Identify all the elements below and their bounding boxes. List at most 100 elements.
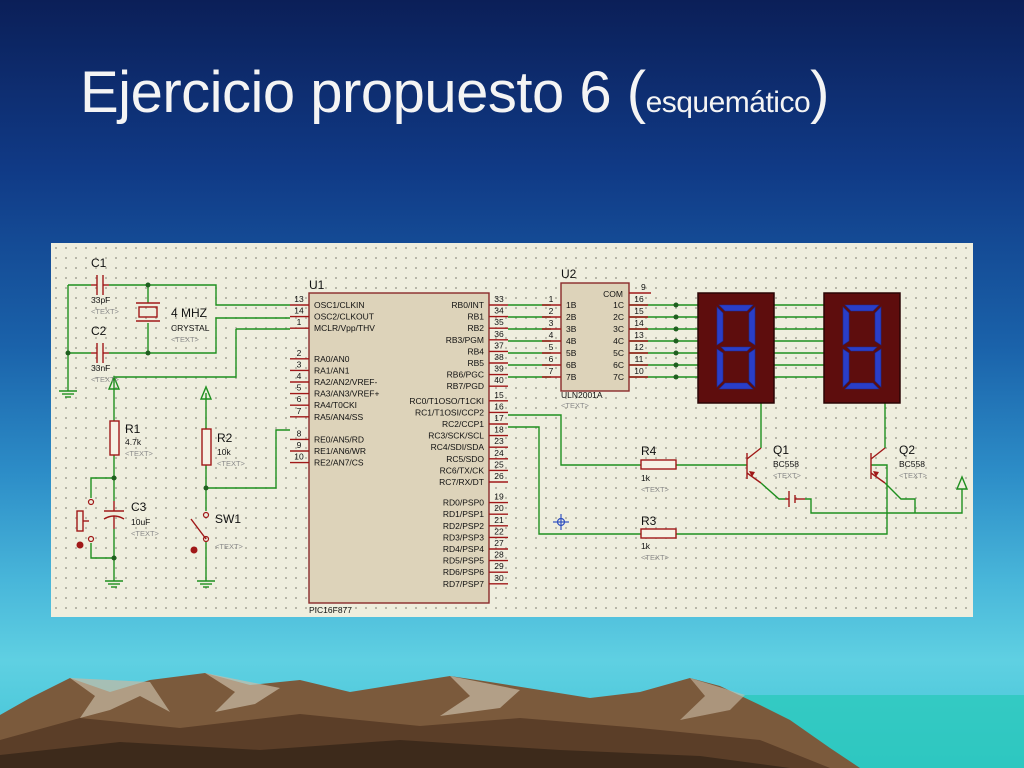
svg-text:RC7/RX/DT: RC7/RX/DT	[439, 477, 484, 487]
svg-text:40: 40	[494, 375, 504, 385]
svg-text:3: 3	[549, 318, 554, 328]
c3-ref: C3	[131, 500, 147, 514]
svg-text:2: 2	[549, 306, 554, 316]
svg-text:22: 22	[494, 526, 504, 536]
svg-text:RD7/PSP7: RD7/PSP7	[443, 579, 484, 589]
svg-text:6: 6	[297, 394, 302, 404]
q2-part: BC558	[899, 459, 925, 469]
svg-text:12: 12	[634, 342, 644, 352]
u2-pin-4: 44B	[542, 330, 577, 346]
resistor-r4: R4 1k <TEXT>	[640, 444, 677, 494]
svg-text:30: 30	[494, 573, 504, 583]
u2-pin-2: 22B	[542, 306, 577, 322]
capacitor-c3: C3 10uF <TEXT>	[103, 500, 160, 538]
r4-value: 1k	[641, 473, 651, 483]
svg-text:35: 35	[494, 317, 504, 327]
svg-text:28: 28	[494, 550, 504, 560]
svg-text:RB6/PGC: RB6/PGC	[447, 370, 484, 380]
transistor-q1: Q1 BC558 <TEXT>	[746, 443, 802, 484]
title-close-paren: )	[810, 60, 829, 125]
u2-text: <TEXT>	[561, 401, 590, 410]
u2-pin-3: 3 3B	[542, 318, 577, 334]
resistor-r2: R2 10k <TEXT>	[201, 428, 246, 468]
c1-text: <TEXT>	[91, 307, 120, 316]
q2-text: <TEXT>	[899, 471, 928, 480]
r2-text: <TEXT>	[217, 459, 246, 468]
ic-u1: U1 PIC16F877 13OSC1/CLKIN14OSC2/CLKOUT1M…	[290, 278, 508, 615]
svg-text:1: 1	[297, 317, 302, 327]
svg-text:MCLR/Vpp/THV: MCLR/Vpp/THV	[314, 323, 375, 333]
c1-value: 33pF	[91, 295, 110, 305]
svg-text:7B: 7B	[566, 372, 577, 382]
svg-text:13: 13	[294, 294, 304, 304]
power-arrows	[107, 375, 969, 490]
svg-text:3B: 3B	[566, 324, 577, 334]
svg-text:RC6/TX/CK: RC6/TX/CK	[440, 465, 485, 475]
svg-text:3: 3	[297, 359, 302, 369]
svg-text:34: 34	[494, 306, 504, 316]
svg-text:RA0/AN0: RA0/AN0	[314, 354, 350, 364]
svg-text:RB2: RB2	[467, 323, 484, 333]
resistor-r3: R3 1k <TEXT>	[640, 514, 677, 562]
disp2-segment-g	[846, 346, 878, 352]
svg-text:RC2/CCP1: RC2/CCP1	[442, 419, 484, 429]
svg-text:7: 7	[297, 406, 302, 416]
svg-text:1B: 1B	[566, 300, 577, 310]
u2-pin-7: 7 7B	[542, 366, 577, 382]
junctions	[65, 282, 679, 561]
u1-left-pins: 13OSC1/CLKIN14OSC2/CLKOUT1MCLR/Vpp/THV2R…	[290, 294, 379, 468]
svg-text:14: 14	[294, 306, 304, 316]
svg-text:RA1/AN1: RA1/AN1	[314, 365, 350, 375]
svg-text:9: 9	[297, 440, 302, 450]
ic-u2: U2 ULN2001A <TEXT> 9 COM 11B22B33B44B55B…	[542, 267, 651, 410]
svg-text:7: 7	[549, 366, 554, 376]
svg-text:RD5/PSP5: RD5/PSP5	[443, 556, 484, 566]
svg-text:RC1/T1OSI/CCP2: RC1/T1OSI/CCP2	[415, 407, 484, 417]
svg-text:RD3/PSP3: RD3/PSP3	[443, 532, 484, 542]
crystal-type: CRYSTAL	[171, 323, 210, 333]
svg-text:23: 23	[494, 436, 504, 446]
r3-value: 1k	[641, 541, 651, 551]
disp1-segment-e	[716, 348, 724, 388]
svg-text:18: 18	[494, 425, 504, 435]
svg-text:19: 19	[494, 492, 504, 502]
svg-text:29: 29	[494, 561, 504, 571]
svg-text:RD1/PSP1: RD1/PSP1	[443, 509, 484, 519]
svg-text:RB7/PGD: RB7/PGD	[447, 381, 484, 391]
svg-text:15: 15	[494, 390, 504, 400]
c2-value: 33nF	[91, 363, 110, 373]
u2-ref: U2	[561, 267, 577, 281]
u2-com-num: 9	[641, 282, 646, 292]
svg-text:4: 4	[549, 330, 554, 340]
svg-text:16: 16	[634, 294, 644, 304]
svg-text:OSC2/CLKOUT: OSC2/CLKOUT	[314, 312, 374, 322]
disp1-segment-c	[748, 348, 756, 388]
